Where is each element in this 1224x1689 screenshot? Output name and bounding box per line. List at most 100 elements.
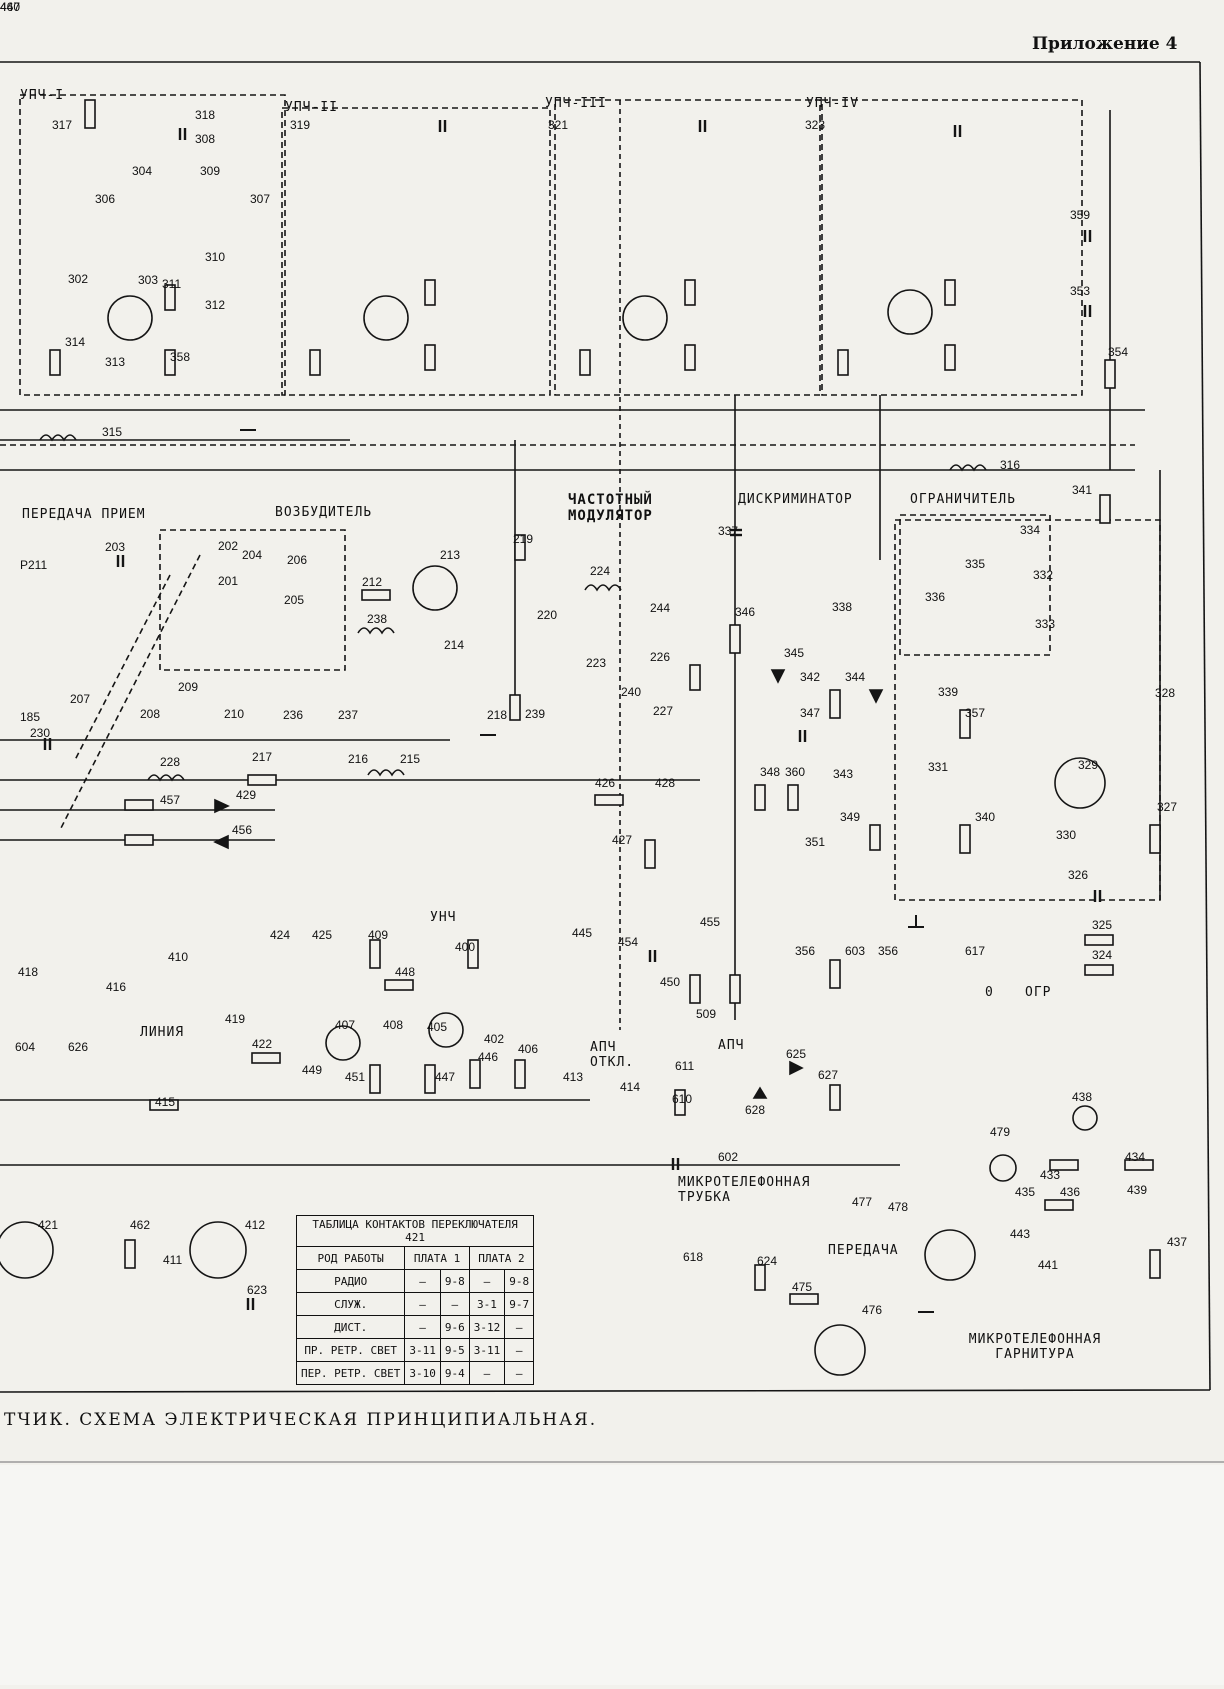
component-ref-label: 405 — [427, 1020, 448, 1034]
block-discriminator: ДИСКРИМИНАТОР — [738, 492, 853, 507]
table-cell: РАДИО — [295, 1269, 406, 1293]
component-ref-label: 337 — [718, 524, 739, 538]
table-cell: — — [404, 1269, 441, 1293]
grounds — [240, 429, 934, 1313]
component-ref-label: 321 — [548, 118, 569, 132]
component-ref-label: 206 — [287, 553, 308, 567]
component-ref-label: 238 — [367, 612, 388, 626]
component-ref-label: 627 — [818, 1068, 839, 1082]
component-ref-label: 628 — [745, 1103, 766, 1117]
schematic-caption: ТЧИК. СХЕМА ЭЛЕКТРИЧЕСКАЯ ПРИНЦИПИАЛЬНАЯ… — [4, 1410, 598, 1430]
component-ref-label: 216 — [348, 752, 369, 766]
component-ref-label: 336 — [925, 590, 946, 604]
block-fm-modulator: ЧАСТОТНЫЙ МОДУЛЯТОР — [568, 492, 653, 524]
component-ref-label: 408 — [383, 1018, 404, 1032]
component-ref-label: 346 — [735, 605, 756, 619]
component-ref-label: 330 — [1056, 828, 1077, 842]
table-title: ТАБЛИЦА КОНТАКТОВ ПЕРЕКЛЮЧАТЕЛЯ 421 — [296, 1215, 535, 1246]
component-ref-label: 443 — [1010, 1227, 1031, 1241]
component-ref-label: 348 — [760, 765, 781, 779]
label-headset: МИКРОТЕЛЕФОННАЯ ГАРНИТУРА — [968, 1332, 1102, 1362]
block-exciter: ВОЗБУДИТЕЛЬ — [275, 505, 373, 520]
component-ref-label: 434 — [1125, 1150, 1146, 1164]
component-ref-label: 356 — [878, 944, 899, 958]
component-ref-label: 218 — [487, 708, 508, 722]
component-ref-label: 323 — [805, 118, 826, 132]
block-ifa-2: УПЧ-II — [285, 100, 338, 115]
appendix-label: Приложение 4 — [1032, 34, 1178, 54]
component-ref-label: 413 — [563, 1070, 584, 1084]
component-ref-label: 611 — [675, 1059, 695, 1073]
component-ref-label: 416 — [106, 980, 127, 994]
component-ref-label: 302 — [68, 272, 89, 286]
component-ref-label: 360 — [785, 765, 806, 779]
table-cell: — — [404, 1292, 441, 1316]
table-header-row: РОД РАБОТЫ ПЛАТА 1 ПЛАТА 2 — [295, 1246, 535, 1270]
component-ref-label: 476 — [862, 1303, 883, 1317]
component-ref-label: 308 — [195, 132, 216, 146]
component-ref-label: 425 — [312, 928, 333, 942]
component-ref-label: 509 — [696, 1007, 717, 1021]
component-ref-label: 227 — [653, 704, 674, 718]
table-cell: ПЕР. РЕТР. СВЕТ — [295, 1361, 406, 1385]
component-ref-label: 212 — [362, 575, 383, 589]
component-ref-label: P211 — [20, 558, 48, 572]
table-cell: 9-7 — [504, 1292, 535, 1316]
component-ref-label: 244 — [650, 601, 671, 615]
component-ref-label: 353 — [1070, 284, 1091, 298]
diodes — [213, 669, 884, 1099]
block-ifa-4: УПЧ-IV — [806, 96, 859, 111]
component-ref-label: 326 — [1068, 868, 1089, 882]
component-ref-label: 447 — [435, 1070, 456, 1084]
table-cell: 3-1 — [468, 1292, 506, 1316]
component-ref-label: 625 — [786, 1047, 807, 1061]
component-ref-label: 318 — [195, 108, 216, 122]
component-ref-label: 602 — [718, 1150, 739, 1164]
component-ref-label: 441 — [1038, 1258, 1059, 1272]
table-cell: 3-11 — [404, 1338, 441, 1362]
component-ref-label: 208 — [140, 707, 161, 721]
block-tx-rx: ПЕРЕДАЧА ПРИЕМ — [22, 507, 146, 522]
component-ref-label: 347 — [800, 706, 821, 720]
component-ref-label: 437 — [1167, 1235, 1188, 1249]
component-ref-label: 224 — [590, 564, 611, 578]
table-cell: 3-11 — [468, 1338, 506, 1362]
component-ref-label: 205 — [284, 593, 305, 607]
component-ref-label: 239 — [525, 707, 546, 721]
component-ref-label: 450 — [660, 975, 681, 989]
table-cell: — — [504, 1315, 535, 1339]
table-row: СЛУЖ. — — 3-1 9-7 — [295, 1292, 535, 1316]
table-row: РАДИО — 9-8 — 9-8 — [295, 1269, 535, 1293]
component-ref-label: 433 — [1040, 1168, 1061, 1182]
block-lfa: УНЧ — [430, 910, 457, 925]
component-ref-label: 340 — [975, 810, 996, 824]
component-ref-label: 237 — [338, 708, 359, 722]
component-ref-label: 185 — [20, 710, 41, 724]
component-ref-label: 329 — [1078, 758, 1099, 772]
component-ref-label: 333 — [1035, 617, 1056, 631]
component-ref-label: 456 — [232, 823, 253, 837]
switch-contact-table: ТАБЛИЦА КОНТАКТОВ ПЕРЕКЛЮЧАТЕЛЯ 421 РОД … — [295, 1215, 535, 1385]
component-ref-label: 618 — [683, 1250, 704, 1264]
component-ref-label: 342 — [800, 670, 821, 684]
blank-margin — [0, 1465, 1224, 1685]
capacitors — [43, 120, 1102, 1310]
component-ref-label: 203 — [105, 540, 126, 554]
component-ref-label: 226 — [650, 650, 671, 664]
table-cell: 3-10 — [404, 1361, 441, 1385]
terminal-zero-label: 0 — [985, 985, 994, 1000]
component-ref-label: 202 — [218, 539, 239, 553]
component-ref-label: 479 — [990, 1125, 1011, 1139]
component-ref-label: 338 — [832, 600, 853, 614]
table-cell: СЛУЖ. — [295, 1292, 406, 1316]
component-ref-label: 418 — [18, 965, 39, 979]
component-ref-label: 332 — [1033, 568, 1054, 582]
component-ref-label: 349 — [840, 810, 861, 824]
component-ref-label: 414 — [620, 1080, 641, 1094]
component-ref-label: 311 — [162, 277, 182, 291]
component-ref-label: 325 — [1092, 918, 1113, 932]
component-ref-label: 455 — [700, 915, 721, 929]
label-handset: МИКРОТЕЛЕФОННАЯ ТРУБКА — [678, 1175, 811, 1205]
table-cell: — — [439, 1292, 470, 1316]
table-cell: — — [468, 1361, 506, 1385]
